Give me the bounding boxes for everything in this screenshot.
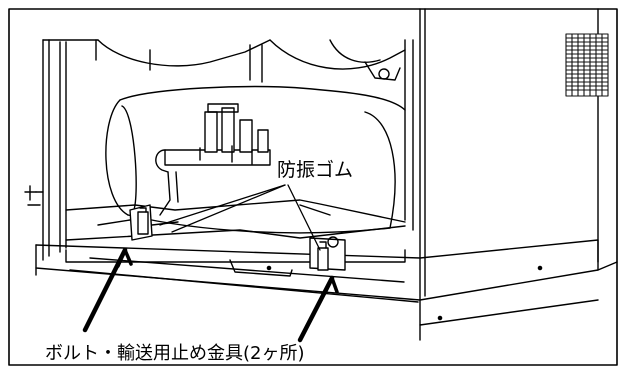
bracket-arrows — [82, 247, 339, 343]
vent-grille — [565, 33, 609, 97]
base-plate — [35, 239, 599, 341]
leader-lines-rubber — [159, 184, 321, 251]
frame-border — [8, 8, 618, 366]
left-frame — [24, 39, 414, 261]
right-panel — [419, 8, 618, 301]
top-units — [97, 39, 406, 83]
valve-assembly — [155, 103, 271, 216]
bracket-right — [309, 236, 346, 271]
rubber-mount-label: 防振ゴム — [275, 159, 356, 181]
transport-bracket-label: ボルト・輸送用止め金具(2ヶ所) — [43, 343, 307, 364]
